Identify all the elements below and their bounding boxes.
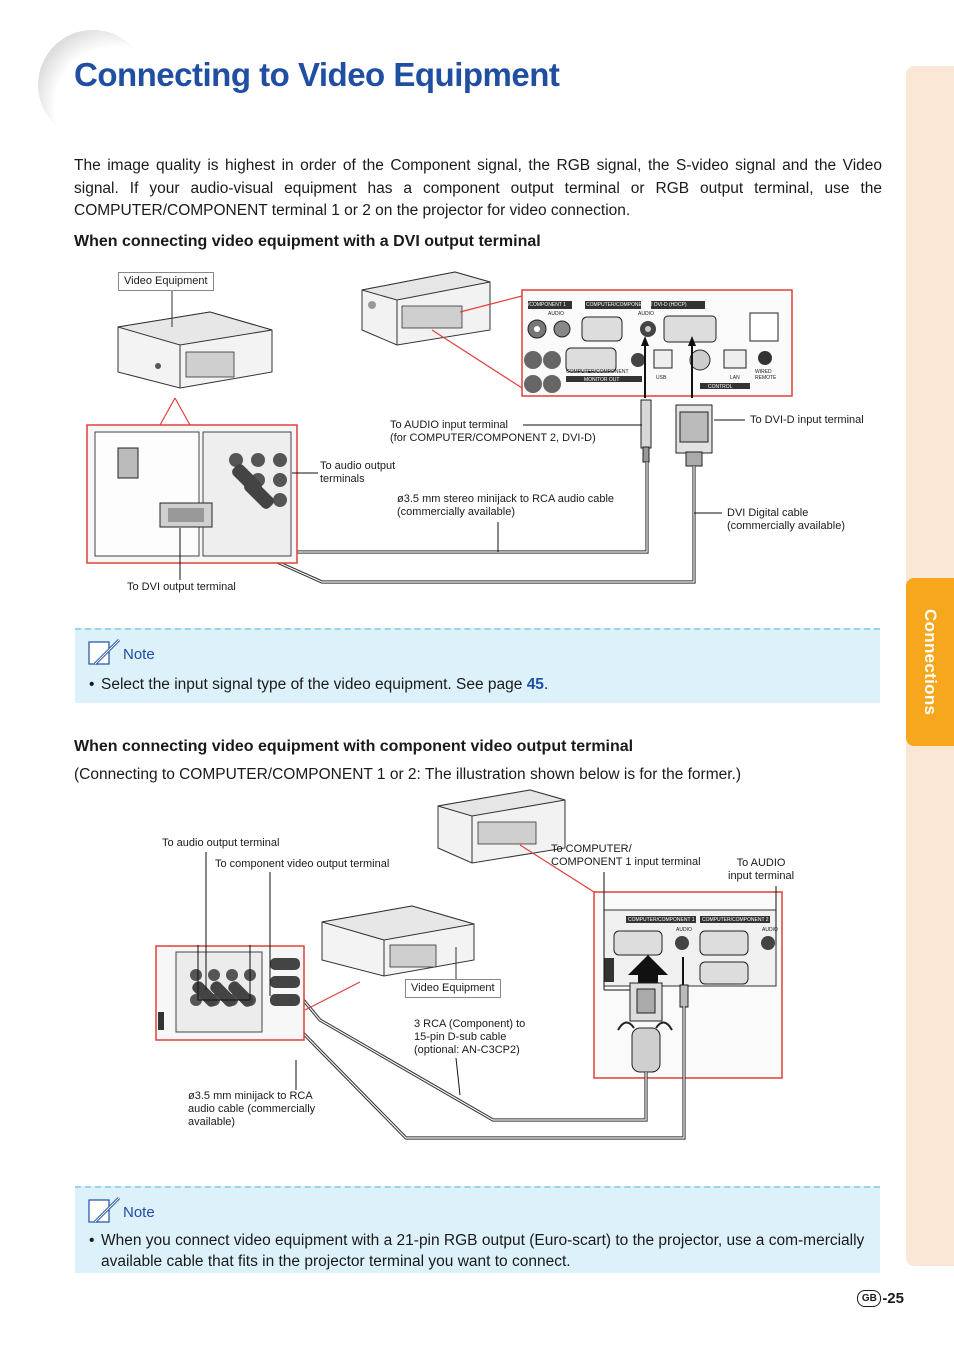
note2-text: When you connect video equipment with a … (101, 1232, 865, 1270)
side-tab-label: Connections (921, 608, 940, 716)
note-text-2: •When you connect video equipment with a… (89, 1230, 869, 1272)
panel1-audio-label-b: AUDIO (638, 311, 654, 317)
panel2-comp2-label: COMPUTER/COMPONENT 2 (702, 917, 769, 923)
minijack-line1: ø3.5 mm stereo minijack to RCA audio cab… (397, 493, 615, 505)
audio-input2-line2: input terminal (728, 870, 795, 882)
note1-period: . (543, 676, 549, 693)
audio-input-label-1: To AUDIO input terminal (for COMPUTER/CO… (390, 419, 596, 445)
minijack2-line3: available) (188, 1116, 236, 1128)
minijack-cable-label-1: ø3.5 mm stereo minijack to RCA audio cab… (397, 493, 614, 519)
comp1-input-line1: To COMPUTER/ (551, 843, 632, 855)
rca-cable-line2: 15-pin D-sub cable (414, 1031, 507, 1043)
panel2-audio-label-a: AUDIO (676, 927, 692, 933)
dvi-cable-label: DVI Digital cable (commercially availabl… (727, 507, 845, 533)
audio-input-line1: To AUDIO input terminal (390, 419, 508, 431)
panel1-comp2-label: COMPUTER/COMPONENT 2 (586, 302, 653, 308)
projector-illustration-1 (361, 271, 491, 346)
note-box-1: Note •Select the input signal type of th… (75, 628, 880, 703)
note-title-2: Note (123, 1204, 155, 1221)
audio-output-line2: terminals (320, 473, 365, 485)
video-equipment-label-2: Video Equipment (405, 979, 501, 998)
audio-input-line2: (for COMPUTER/COMPONENT 2, DVI-D) (390, 432, 596, 444)
rca-cable-label: 3 RCA (Component) to 15-pin D-sub cable … (414, 1018, 525, 1057)
panel1-control-label: CONTROL (708, 384, 733, 390)
panel1-usb-label: USB (656, 375, 667, 381)
video-equipment-label-1: Video Equipment (118, 272, 214, 291)
audio-output-line1: To audio output (320, 460, 396, 472)
panel2-comp1-label: COMPUTER/COMPONENT 1 (628, 917, 695, 923)
rca-cable-line3: (optional: AN-C3CP2) (414, 1044, 520, 1056)
page-45-link[interactable]: 45 (526, 676, 544, 693)
video-equipment-illustration-1 (117, 311, 273, 389)
dvi-cable-line2: (commercially available) (727, 520, 845, 532)
audio-output-label-2: To audio output terminal (162, 837, 280, 849)
projector-illustration-2 (437, 789, 566, 864)
panel1-computer-component-label: COMPUTER/COMPONENT (566, 369, 629, 375)
side-tab-connections[interactable] (906, 578, 954, 746)
audio-input2-line1: To AUDIO (736, 857, 786, 869)
page-number: GB -25 (857, 1290, 904, 1307)
section-component-subheading: (Connecting to COMPUTER/COMPONENT 1 or 2… (74, 766, 742, 783)
panel1-comp1-label: /COMPONENT 1 (528, 302, 566, 308)
panel1-audio-label-a: AUDIO (548, 311, 564, 317)
note-title-1: Note (123, 646, 155, 663)
section-dvi-heading: When connecting video equipment with a D… (74, 233, 541, 250)
minijack2-line1: ø3.5 mm minijack to RCA (188, 1090, 313, 1102)
title-decoration (38, 30, 148, 140)
note-text-1: •Select the input signal type of the vid… (89, 676, 549, 693)
audio-input-label-2: To AUDIO input terminal (728, 857, 794, 883)
intro-paragraph: The image quality is highest in order of… (74, 157, 882, 219)
video-equipment-illustration-2 (321, 905, 475, 977)
dvi-cable-line1: DVI Digital cable (727, 507, 809, 519)
panel1-wired-remote-label: WIRED REMOTE (755, 369, 777, 381)
minijack2-line2: audio cable (commercially (188, 1103, 316, 1115)
page-title: Connecting to Video Equipment (74, 56, 560, 93)
panel1-dvi-label: DVI-D (HDCP) (654, 302, 687, 308)
region-badge: GB (857, 1290, 882, 1307)
note-pencil-icon (88, 1196, 121, 1224)
dvi-input-label: To DVI-D input terminal (750, 414, 864, 426)
panel2-audio-label-b: AUDIO (762, 927, 778, 933)
comp1-input-line2: COMPONENT 1 input terminal (551, 856, 701, 868)
comp1-input-label: To COMPUTER/ COMPONENT 1 input terminal (551, 843, 701, 869)
minijack-cable-label-2: ø3.5 mm minijack to RCA audio cable (com… (188, 1090, 315, 1129)
note-pencil-icon (88, 638, 121, 666)
section-component-heading: When connecting video equipment with com… (74, 738, 634, 755)
component-output-label: To component video output terminal (215, 858, 390, 870)
panel1-monitor-out-label: MONITOR OUT (584, 377, 620, 383)
note-box-2: Note •When you connect video equipment w… (75, 1186, 880, 1273)
page-number-text: -25 (882, 1290, 904, 1307)
audio-output-label-1: To audio output terminals (320, 460, 395, 486)
rca-cable-line1: 3 RCA (Component) to (414, 1018, 526, 1030)
panel1-lan-label: LAN (730, 375, 740, 381)
note1-text: Select the input signal type of the vide… (101, 676, 527, 693)
dvi-output-label: To DVI output terminal (127, 581, 236, 593)
minijack-line2: (commercially available) (397, 506, 515, 518)
